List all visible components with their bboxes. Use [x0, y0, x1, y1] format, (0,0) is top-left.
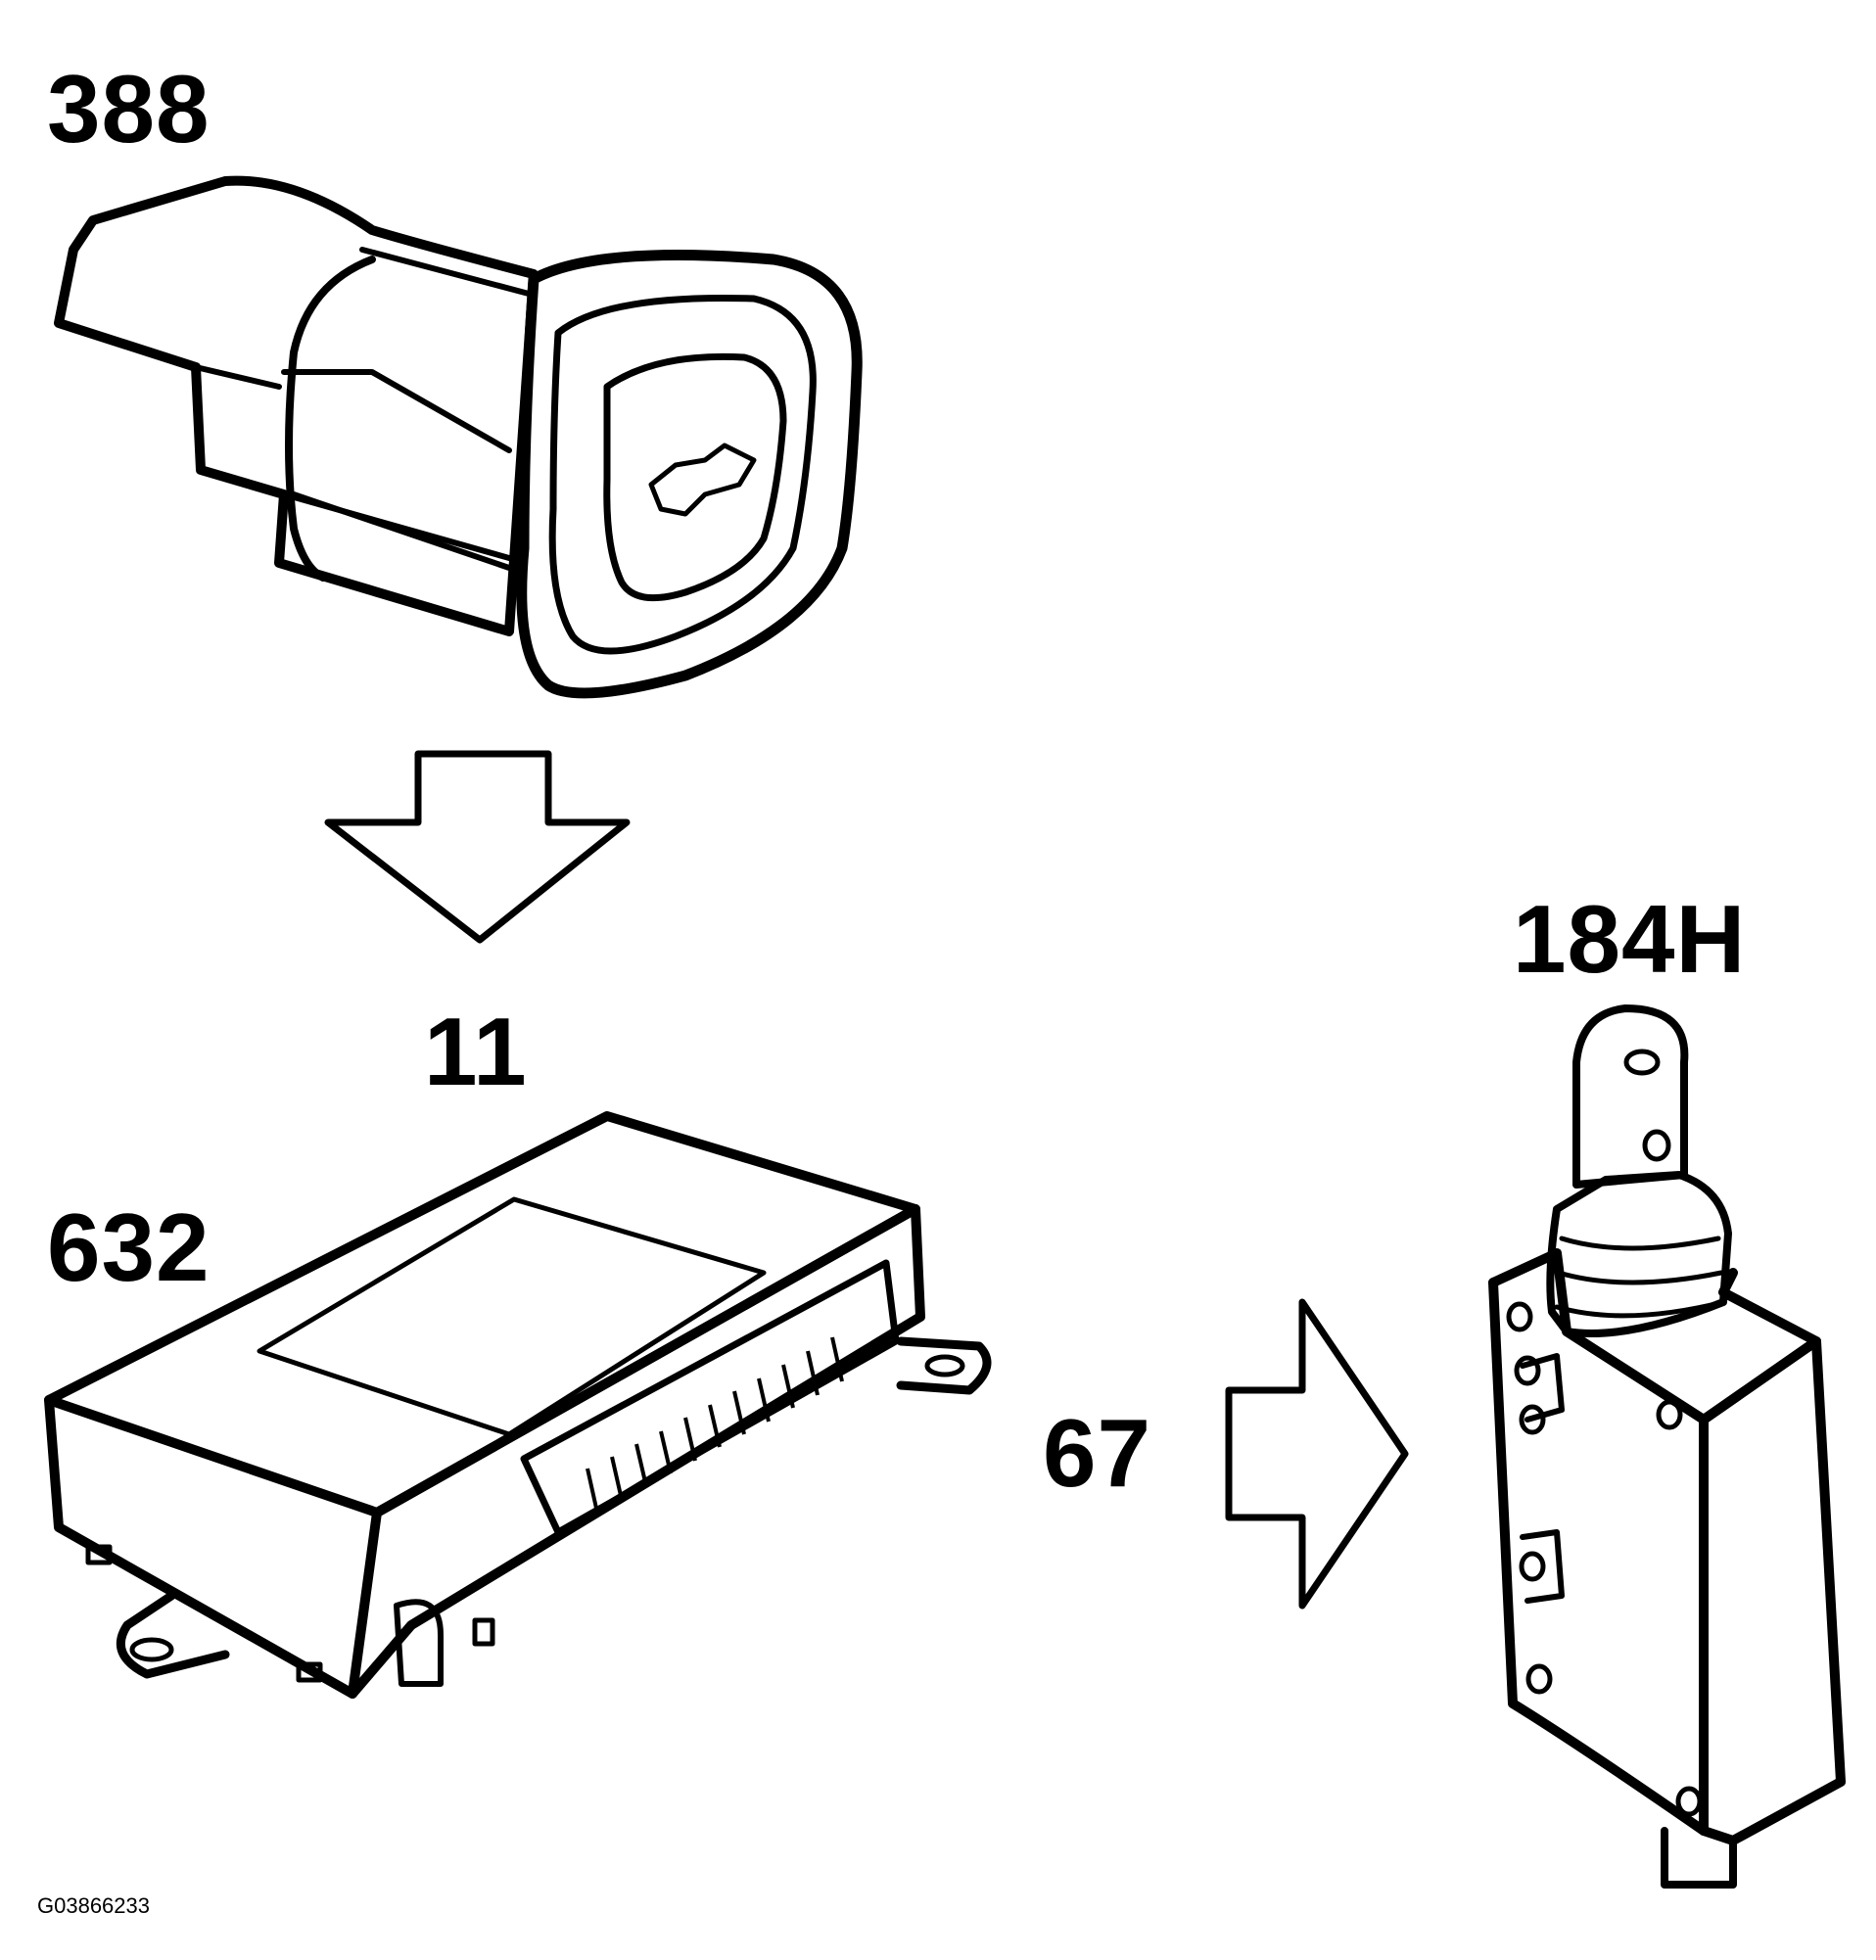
figure-code: G03866233 — [37, 1893, 150, 1918]
connector-pins — [586, 1336, 844, 1514]
control-module — [44, 1111, 992, 1699]
arrow-down — [324, 750, 631, 944]
arrow-label-11: 11 — [424, 998, 528, 1105]
arrow-right — [1225, 1298, 1409, 1610]
trunk-lock-actuator — [1488, 1004, 1846, 1889]
car-trunk-icon — [648, 443, 757, 517]
part-label-184h: 184H — [1513, 885, 1747, 993]
arrow-label-67: 67 — [1043, 1399, 1152, 1507]
part-label-388: 388 — [47, 55, 211, 163]
trunk-release-switch — [54, 175, 863, 699]
part-label-632: 632 — [47, 1193, 211, 1301]
